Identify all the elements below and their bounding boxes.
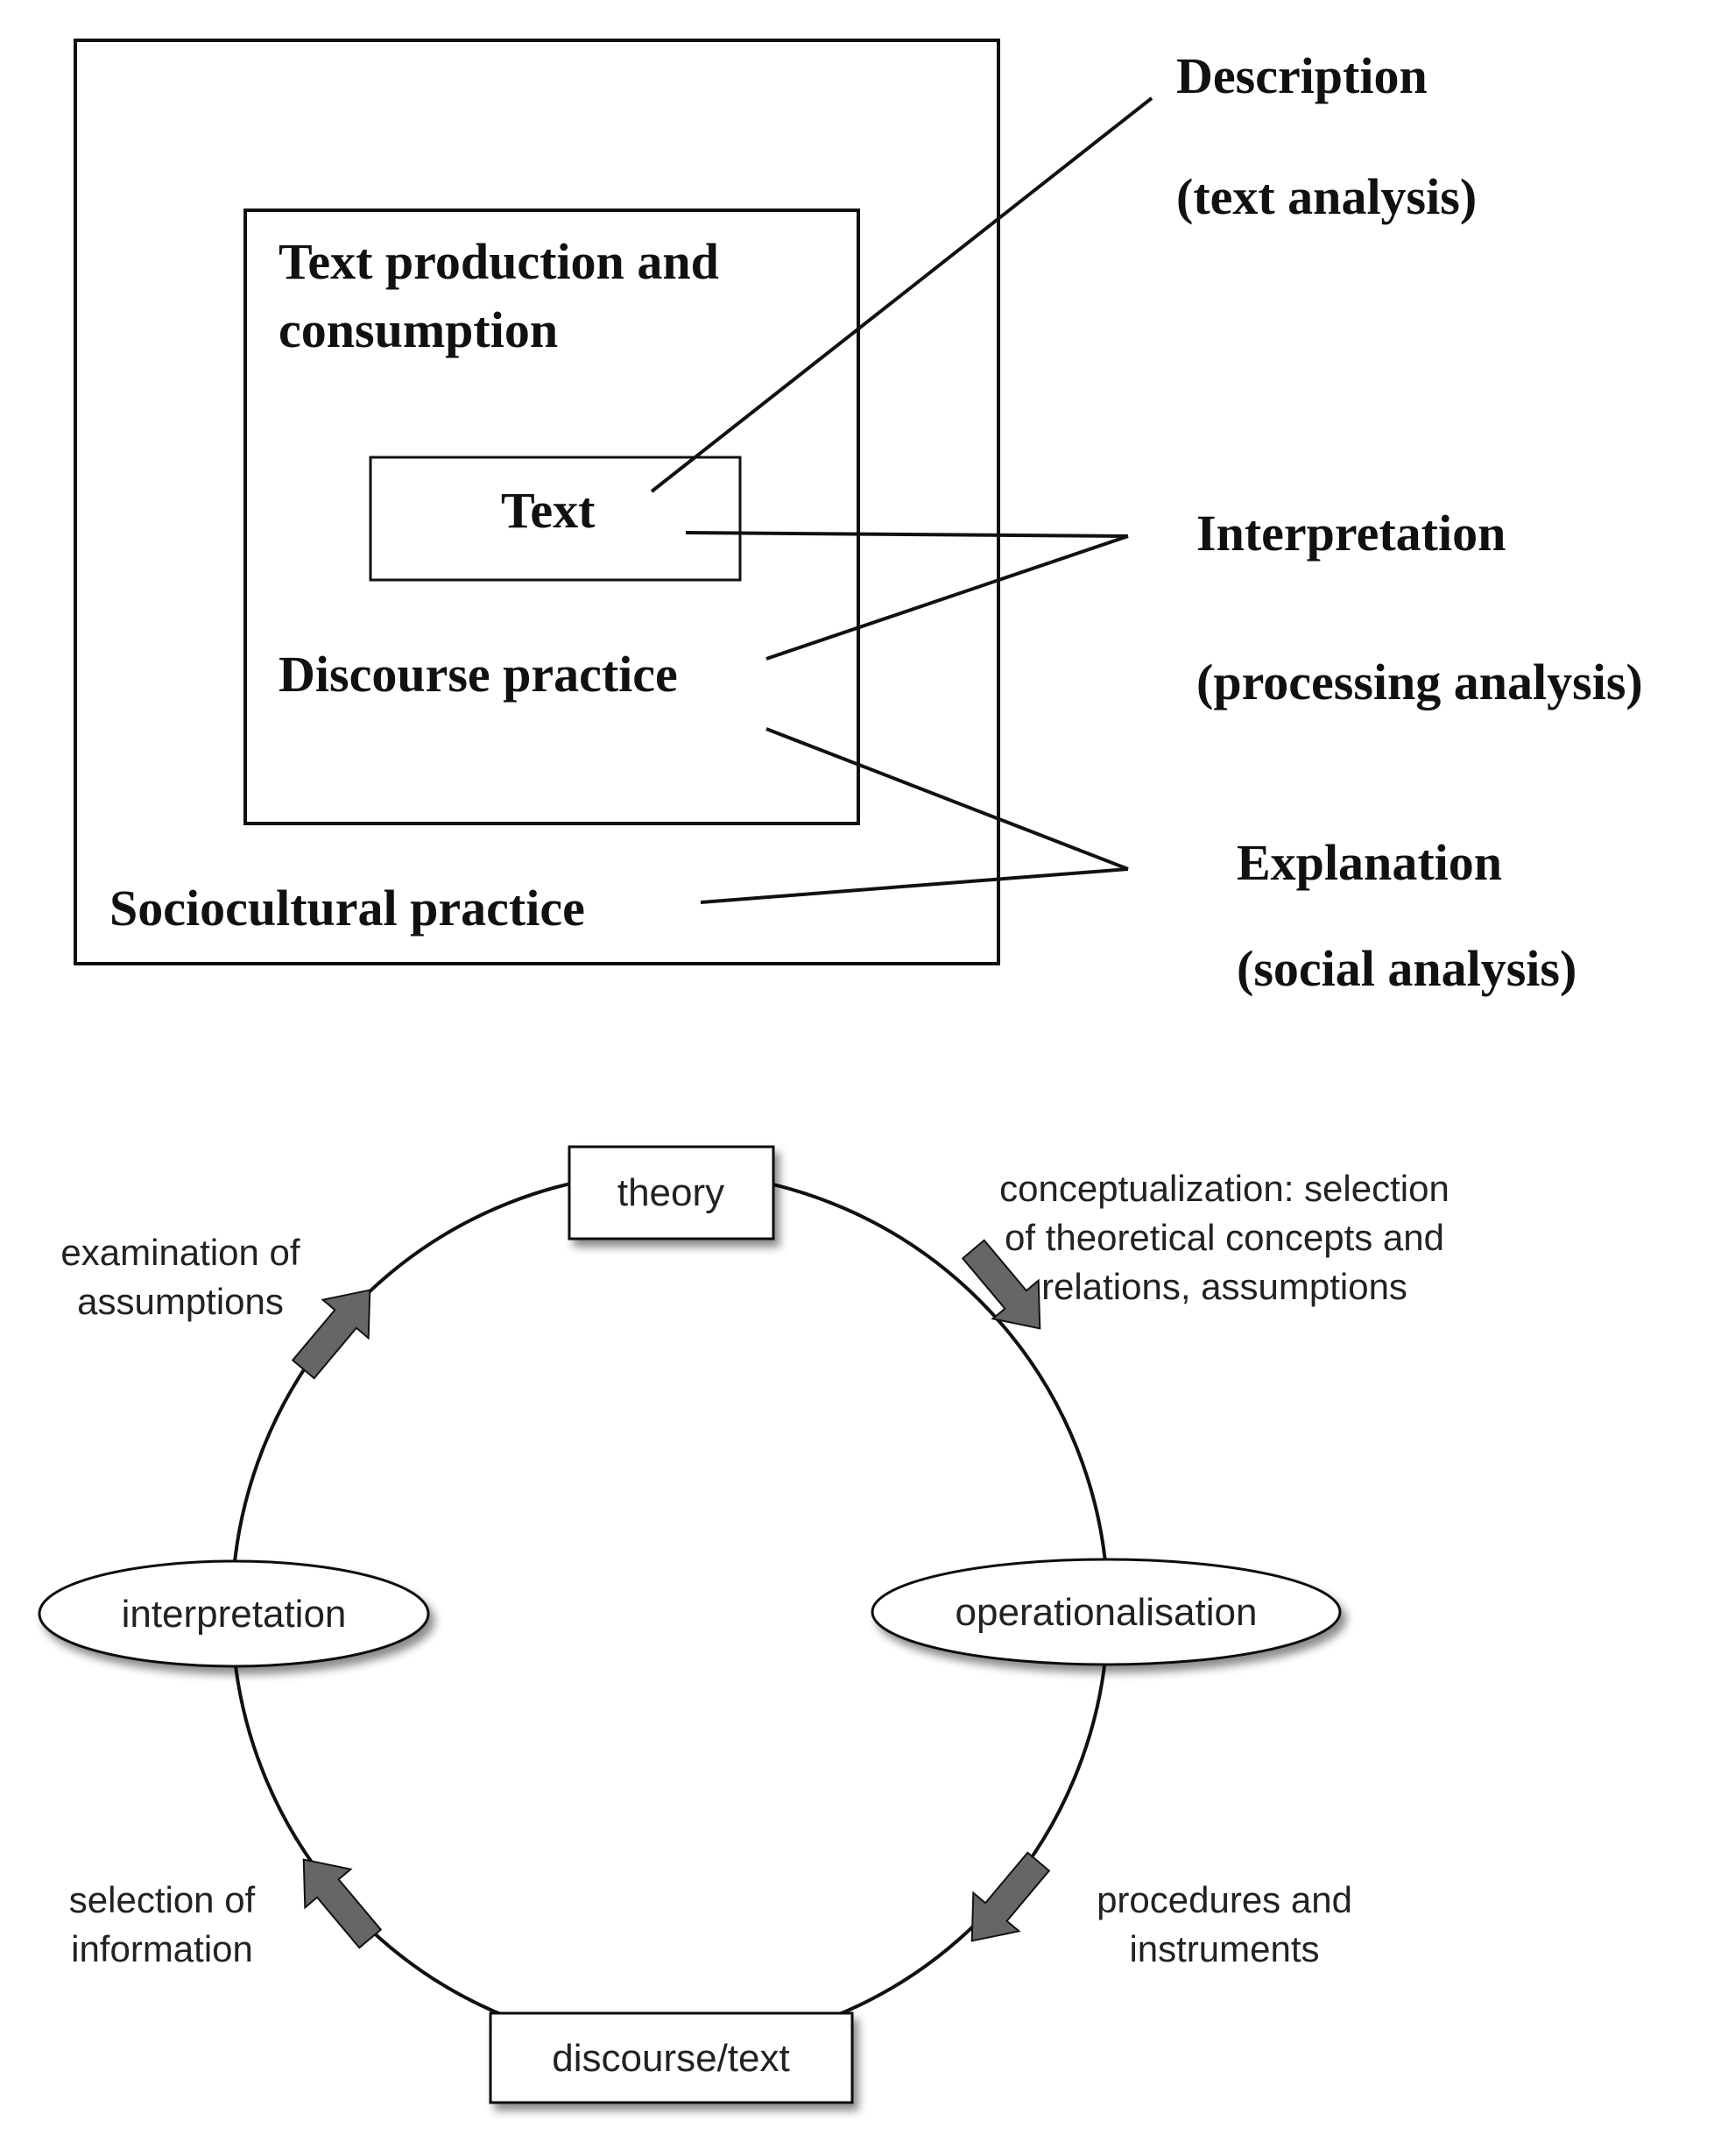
theory-node: theory — [568, 1145, 775, 1241]
interpretation-connector-discourse — [765, 534, 1129, 661]
operationalisation-label: operationalisation — [956, 1591, 1258, 1634]
text-box — [369, 456, 742, 582]
research-cycle: theory operationalisation interpretation… — [38, 1145, 1449, 2104]
annotation-line: information — [71, 1928, 253, 1969]
annotation-line: examination of — [60, 1232, 300, 1273]
interpretation-subtitle: (processing analysis) — [1196, 654, 1643, 710]
annotation-line: of theoretical concepts and — [1005, 1217, 1444, 1258]
interpretation-node: interpretation — [38, 1559, 430, 1668]
explanation-title: Explanation — [1237, 834, 1502, 891]
middle-label-line2: consumption — [279, 301, 558, 358]
arrow-bottom-right-icon — [970, 1851, 1051, 1942]
annotation-line: conceptualization: selection — [999, 1168, 1449, 1209]
description-connector — [650, 96, 1153, 493]
discourse-text-node: discourse/text — [489, 2011, 854, 2104]
annotation-line: assumptions — [77, 1281, 284, 1322]
discourse-text-label: discourse/text — [552, 2037, 789, 2080]
explanation-subtitle: (social analysis) — [1237, 940, 1576, 997]
sociocultural-practice-box — [74, 39, 1000, 965]
conceptualization-annotation: conceptualization: selection of theoreti… — [999, 1168, 1449, 1307]
description-subtitle: (text analysis) — [1176, 168, 1477, 225]
arrow-top-left-icon — [291, 1289, 371, 1380]
operationalisation-node: operationalisation — [871, 1558, 1342, 1666]
interpretation-label: interpretation — [122, 1593, 347, 1636]
description-title: Description — [1176, 47, 1428, 104]
fairclough-model: Text production and consumption Text Dis… — [74, 39, 1643, 997]
arrow-top-right-icon — [961, 1239, 1041, 1330]
arrow-bottom-left-icon — [302, 1858, 383, 1949]
discourse-practice-label: Discourse practice — [279, 646, 678, 703]
annotation-line: instruments — [1129, 1928, 1319, 1969]
theory-label: theory — [617, 1171, 724, 1214]
examination-annotation: examination of assumptions — [60, 1232, 300, 1322]
text-label: Text — [501, 482, 596, 539]
annotation-line: procedures and — [1097, 1879, 1352, 1920]
discourse-practice-box — [243, 209, 860, 825]
explanation-connector-discourse — [765, 727, 1129, 871]
explanation-connector-socio — [700, 867, 1129, 904]
interpretation-title: Interpretation — [1196, 505, 1506, 562]
middle-label-line1: Text production and — [279, 233, 719, 290]
sociocultural-practice-label: Sociocultural practice — [109, 880, 585, 937]
annotation-line: selection of — [69, 1879, 256, 1920]
interpretation-connector-text — [685, 531, 1129, 538]
annotation-line: relations, assumptions — [1041, 1266, 1407, 1307]
selection-annotation: selection of information — [69, 1879, 256, 1969]
procedures-annotation: procedures and instruments — [1097, 1879, 1352, 1969]
